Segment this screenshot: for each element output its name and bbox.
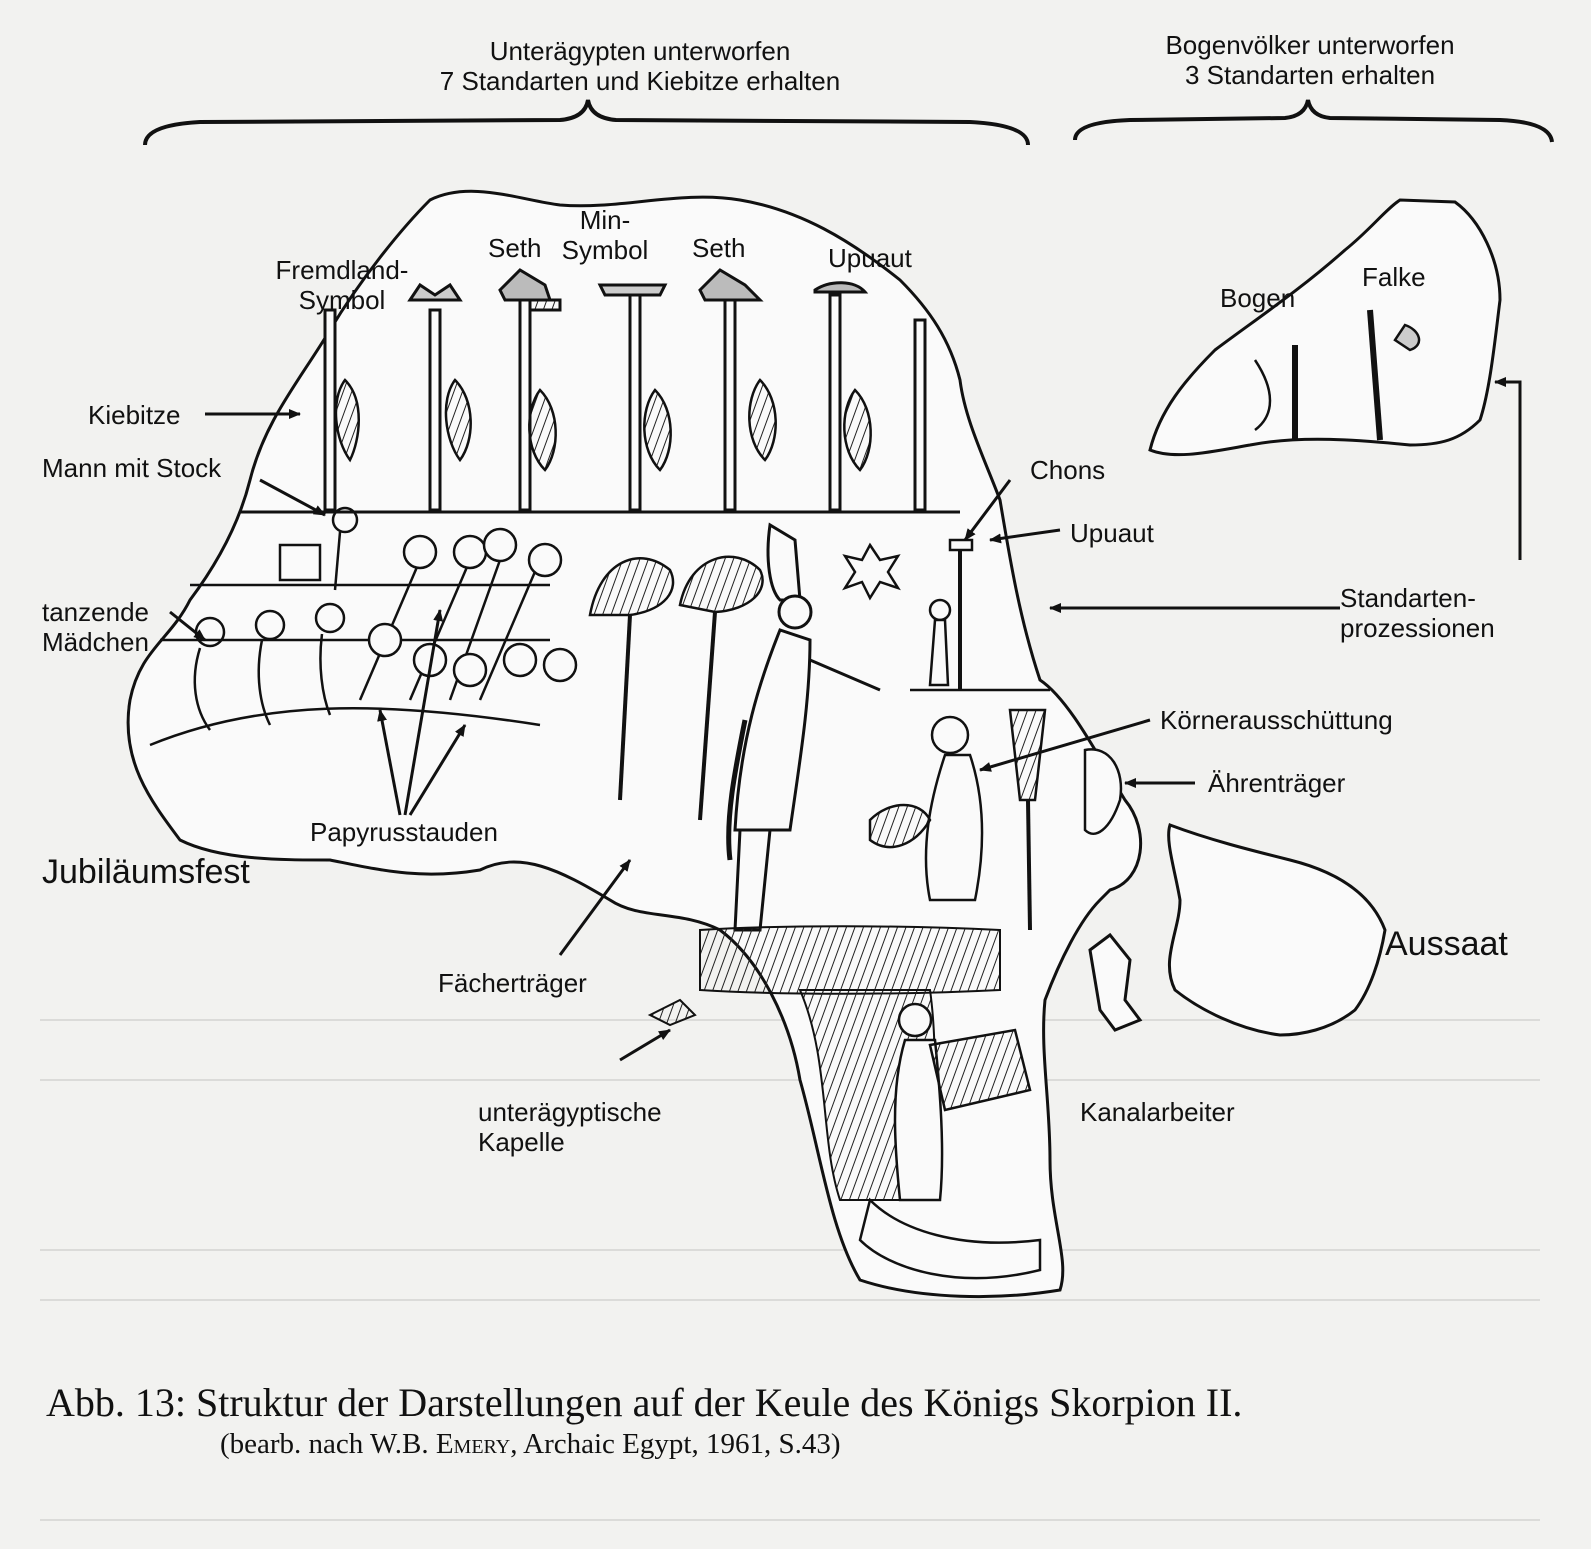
caption-author: Emery [435, 1428, 511, 1460]
brace-left [143, 99, 1030, 146]
label-standarten-line1: Standarten- [1340, 583, 1476, 613]
arrow-papyrus-1 [377, 709, 402, 816]
label-tanzende-line1: tanzende [42, 597, 149, 627]
label-seth-left: Seth [488, 233, 542, 263]
caption-line1: Abb. 13: Struktur der Darstellungen auf … [46, 1380, 1243, 1425]
papyrus-plants [149, 527, 578, 747]
arrow-chons [963, 479, 1012, 541]
lower-egyptian-chapel-mark [647, 998, 697, 1027]
bow-fragment-details [1253, 309, 1421, 441]
label-fremdland-line1: Fremdland- [275, 255, 409, 285]
fans [588, 555, 764, 821]
label-tanzende-maedchen: tanzende Mädchen [42, 597, 149, 657]
king-figure [726, 522, 881, 932]
label-kiebitze: Kiebitze [88, 400, 181, 430]
standards-row [240, 268, 960, 514]
label-jubilaeumsfest: Jubiläumsfest [42, 853, 250, 891]
brace-right [1073, 99, 1554, 143]
caption-source-prefix: (bearb. nach W.B. [220, 1428, 436, 1460]
arrow-upuaut-right [989, 528, 1061, 544]
figure-caption: Abb. 13: Struktur der Darstellungen auf … [46, 1380, 1546, 1462]
label-kapelle-line1: unterägyptische [478, 1097, 662, 1127]
bow-fragment-outline [1148, 198, 1502, 457]
label-faechertraeger: Fächerträger [438, 968, 587, 998]
label-chons: Chons [1030, 455, 1106, 485]
label-falke: Falke [1362, 262, 1426, 292]
sowing-fragment-outline [1167, 823, 1387, 1037]
label-aussaat: Aussaat [1385, 925, 1508, 963]
label-min-symbol-line1: Min- [579, 205, 631, 235]
label-papyrusstauden: Papyrusstauden [310, 817, 498, 847]
top-label-bow-peoples-line1: Bogenvölker unterworfen [1165, 30, 1455, 60]
label-koernerausschuettung: Körnerausschüttung [1160, 705, 1393, 735]
top-label-bow-peoples: Bogenvölker unterworfen 3 Standarten erh… [1120, 30, 1500, 90]
caption-line2: (bearb. nach W.B. Emery, Archaic Egypt, … [220, 1426, 1546, 1462]
hanging-lapwings [334, 378, 872, 472]
label-kapelle-line2: Kapelle [478, 1127, 565, 1157]
arrow-kapelle [619, 1028, 671, 1062]
arrow-koerner [979, 718, 1151, 772]
top-label-lower-egypt-line2: 7 Standarten und Kiebitze erhalten [439, 66, 841, 96]
arrow-faecher [558, 859, 632, 956]
label-min-symbol: Min- Symbol [560, 205, 650, 265]
top-label-lower-egypt-line1: Unterägypten unterworfen [489, 36, 791, 66]
label-upuaut-top: Upuaut [828, 243, 912, 273]
arrow-tanzende [169, 610, 206, 642]
top-label-lower-egypt: Unterägypten unterworfen 7 Standarten un… [390, 36, 890, 96]
arrow-bogen-connector [1494, 377, 1522, 560]
top-label-bow-peoples-line2: 3 Standarten erhalten [1184, 60, 1436, 90]
arrow-papyrus-2 [403, 609, 444, 816]
arrows [169, 377, 1522, 1062]
standard-procession [842, 538, 1050, 692]
label-standartenprozessionen: Standarten- prozessionen [1340, 583, 1495, 643]
label-aehrentraeger: Ährenträger [1208, 768, 1346, 798]
label-mann-mit-stock: Mann mit Stock [42, 453, 222, 483]
label-fremdland-line2: Symbol [298, 285, 386, 315]
label-kanalarbeiter: Kanalarbeiter [1080, 1097, 1235, 1127]
label-fremdland-symbol: Fremdland- Symbol [262, 255, 422, 315]
label-tanzende-line2: Mädchen [42, 627, 149, 657]
label-unteraegyptische-kapelle: unterägyptische Kapelle [478, 1097, 662, 1157]
label-seth-right: Seth [692, 233, 746, 263]
dancing-girls [160, 506, 550, 731]
label-upuaut-right: Upuaut [1070, 518, 1154, 548]
arrow-papyrus-3 [408, 724, 467, 816]
small-fragment-outline [1088, 932, 1143, 1032]
label-standarten-line2: prozessionen [1340, 613, 1495, 643]
label-bogen: Bogen [1220, 283, 1296, 313]
canal-worker [858, 1002, 1042, 1280]
label-min-symbol-line2: Symbol [561, 235, 649, 265]
caption-source-suffix: , Archaic Egypt, 1961, S.43) [510, 1428, 841, 1460]
arrow-mann-mit-stock [259, 478, 326, 517]
